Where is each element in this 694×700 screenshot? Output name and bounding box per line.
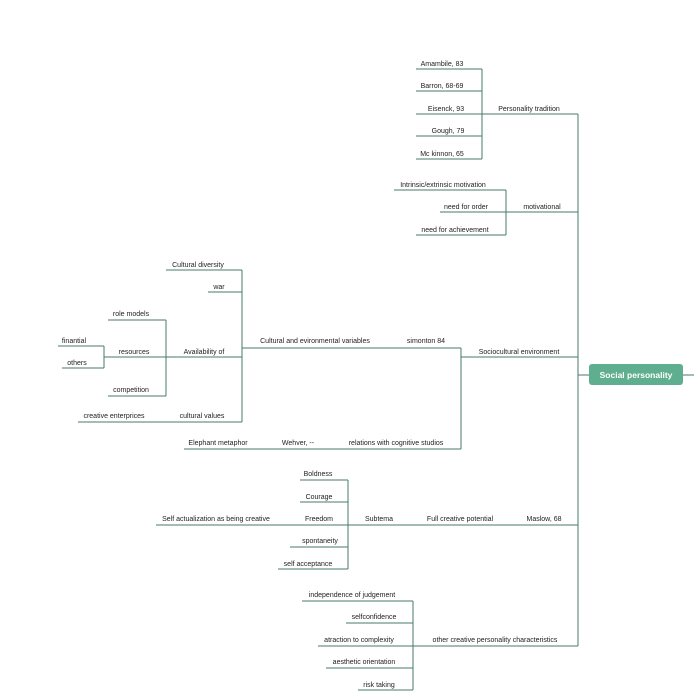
node-elephant-metaphor[interactable]: Elephant metaphor <box>188 440 248 447</box>
node-finantial[interactable]: finantial <box>62 338 87 345</box>
node-courage[interactable]: Courage <box>306 494 333 501</box>
node-atraction-to-complexity[interactable]: atraction to complexity <box>324 637 394 644</box>
node-eisenck[interactable]: Eisenck, 93 <box>428 106 464 113</box>
node-boldness[interactable]: Boldness <box>304 471 333 478</box>
connectors <box>58 68 694 691</box>
node-others[interactable]: others <box>67 360 87 367</box>
node-need-for-achievement[interactable]: need for achievement <box>421 227 488 234</box>
node-barron[interactable]: Barron, 68-69 <box>421 83 464 90</box>
node-mc-kinnon[interactable]: Mc kinnon, 65 <box>420 151 464 158</box>
node-full-creative-potential[interactable]: Full creative potential <box>427 516 494 523</box>
node-cultural-values[interactable]: cultural values <box>180 413 225 420</box>
node-role-models[interactable]: role models <box>113 311 150 318</box>
node-selfconfidence[interactable]: selfconfidence <box>352 614 397 621</box>
node-competition[interactable]: competition <box>113 387 149 394</box>
node-subtema[interactable]: Subtema <box>365 516 393 523</box>
branch-sociocultural-environment[interactable]: Sociocultural environment <box>479 349 560 356</box>
node-freedom[interactable]: Freedom <box>305 516 333 523</box>
branch-personality-tradition[interactable]: Personality tradition <box>498 106 560 113</box>
node-spontaneity[interactable]: spontaneity <box>302 538 338 545</box>
node-cognitive-studios[interactable]: relations with cognitive studios <box>349 440 444 447</box>
branch-other-characteristics[interactable]: other creative personality characteristi… <box>433 637 558 644</box>
node-self-acceptance[interactable]: self acceptance <box>284 561 333 568</box>
central-topic-label: Social personality <box>599 369 673 380</box>
node-simonton[interactable]: simonton 84 <box>407 338 445 345</box>
central-topic-node[interactable]: Social personality <box>589 364 683 385</box>
node-wehver[interactable]: Wehver, -- <box>282 440 315 447</box>
node-gough[interactable]: Gough, 79 <box>432 128 465 135</box>
branch-maslow[interactable]: Maslow, 68 <box>526 516 561 523</box>
node-intrinsic-extrinsic[interactable]: Intrinsic/extrinsic motivation <box>400 182 486 189</box>
node-independence[interactable]: independence of judgement <box>309 592 395 599</box>
labels: Personality tradition Amambile, 83 Barro… <box>62 61 562 689</box>
node-cultural-variables[interactable]: Cultural and evironmental variables <box>260 338 370 345</box>
node-creative-enterprices[interactable]: creative enterprices <box>83 413 145 420</box>
node-war[interactable]: war <box>212 284 225 291</box>
node-aesthetic-orientation[interactable]: aesthetic orientation <box>333 659 396 666</box>
node-availability-of[interactable]: Availability of <box>184 349 225 356</box>
node-amambile[interactable]: Amambile, 83 <box>421 61 464 68</box>
node-need-for-order[interactable]: need for order <box>444 204 489 211</box>
node-cultural-diversity[interactable]: Cultural diversity <box>172 262 224 269</box>
branch-motivational[interactable]: motivational <box>523 204 561 211</box>
node-self-actualization[interactable]: Self actualization as being creative <box>162 516 270 523</box>
node-risk-taking[interactable]: risk taking <box>363 682 395 689</box>
node-resources[interactable]: resources <box>119 349 150 356</box>
